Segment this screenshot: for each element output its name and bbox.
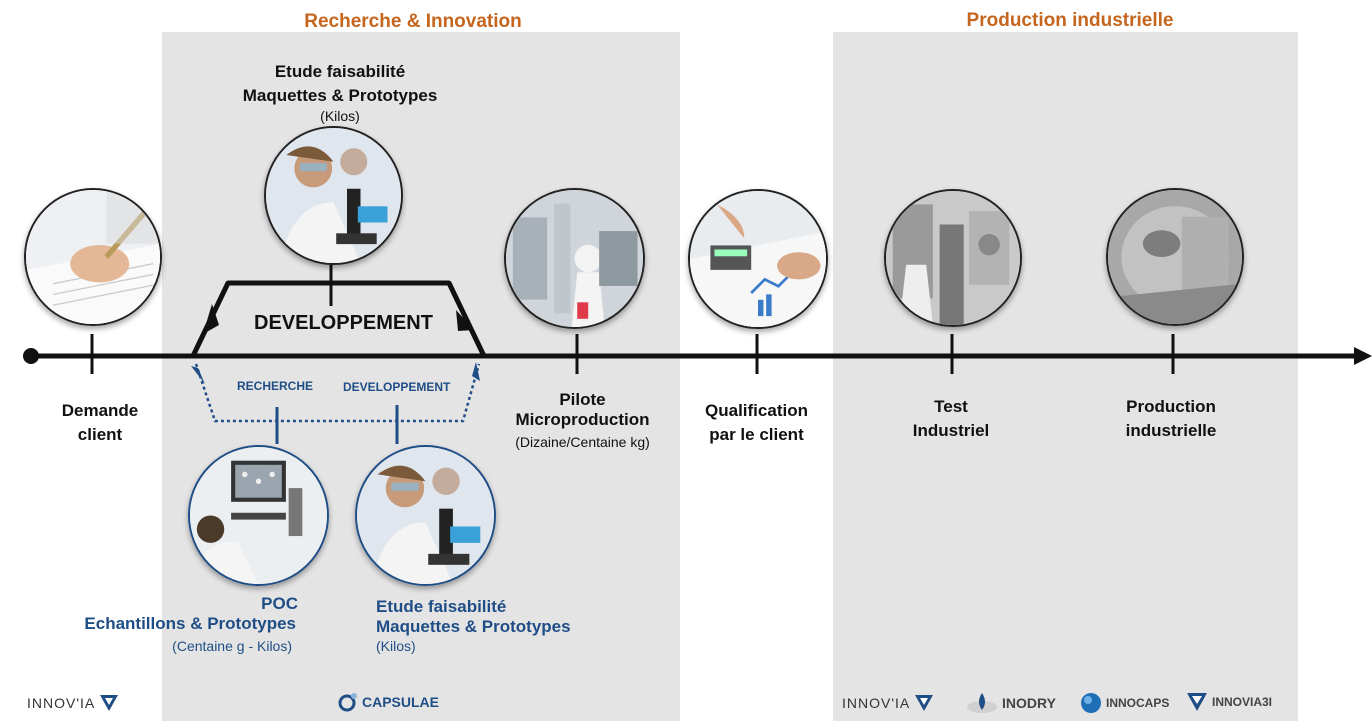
inodry-logo-text: INODRY — [1002, 695, 1056, 711]
lab-computer-image — [190, 447, 327, 584]
poc-line2: Echantillons & Prototypes — [84, 614, 296, 633]
demande-photo — [24, 188, 162, 326]
test-line2: Industriel — [912, 421, 990, 440]
development-lower-path — [194, 363, 481, 423]
industrial-production-image — [1108, 190, 1242, 324]
top-stage-line1: Etude faisabilité — [274, 62, 406, 81]
demande-line1: Demande — [61, 401, 139, 420]
test-line1: Test — [934, 397, 968, 416]
production-photo — [1106, 188, 1244, 326]
developpement-title: DEVELOPPEMENT — [254, 312, 433, 334]
qualification-line2: par le client — [709, 425, 804, 444]
documents-calculator-image — [690, 191, 826, 327]
lower-left-arrow — [191, 366, 205, 384]
etude-lower-line1: Etude faisabilité — [376, 597, 507, 616]
drop-icon — [967, 693, 997, 713]
innovia3i-mark-icon — [1187, 693, 1207, 711]
pilote-line2: Microproduction — [515, 410, 650, 429]
qualification-photo — [688, 189, 828, 329]
demande-label: Demande client — [40, 399, 160, 447]
writing-hand-image — [26, 190, 160, 324]
demande-line2: client — [77, 425, 123, 444]
developpement-sublabel: DEVELOPPEMENT — [343, 380, 451, 394]
capsulae-logo-text: CAPSULAE — [362, 694, 440, 710]
poc-label: POC Echantillons & Prototypes (Centaine … — [70, 592, 310, 656]
innovia-logo-text-left: INNOV'IA — [27, 695, 96, 711]
lower-right-arrow — [472, 362, 480, 381]
etude-lower-sub: (Kilos) — [376, 638, 416, 654]
inodry-logo: INODRY — [966, 692, 1056, 714]
upper-down-arrow — [456, 310, 474, 331]
pilot-plant-image — [506, 190, 643, 327]
innocaps-logo-text: INNOCAPS — [1106, 696, 1170, 710]
rd-panel — [162, 32, 680, 721]
poc-sub: (Centaine g - Kilos) — [172, 638, 292, 654]
test-photo — [884, 189, 1022, 327]
production-label: Production industrielle — [1110, 395, 1232, 443]
pilote-photo — [504, 188, 645, 329]
microscope-scientist-image-lower — [357, 447, 494, 584]
qualification-label: Qualification par le client — [690, 399, 823, 447]
innovia-mark-icon-right — [915, 695, 934, 711]
upper-up-arrow — [203, 304, 219, 334]
pilote-sub: (Dizaine/Centaine kg) — [515, 434, 650, 450]
innovia3i-logo: INNOVIA3I — [1186, 692, 1272, 712]
pilote-line1: Pilote — [559, 390, 606, 409]
etude-lower-line2: Maquettes & Prototypes — [376, 617, 571, 636]
test-label: Test Industriel — [890, 395, 1012, 443]
capsulae-logo: CAPSULAE — [338, 692, 439, 712]
etude-lower-label: Etude faisabilité Maquettes & Prototypes… — [376, 595, 616, 656]
recherche-sublabel: RECHERCHE — [237, 379, 314, 393]
top-stage-label: Etude faisabilité Maquettes & Prototypes… — [220, 60, 460, 126]
production-line2: industrielle — [1125, 421, 1217, 440]
innocaps-logo: INNOCAPS — [1080, 692, 1169, 714]
top-stage-sub: (Kilos) — [320, 108, 360, 124]
innovia3i-logo-text: INNOVIA3I — [1212, 695, 1273, 709]
poc-photo — [188, 445, 329, 586]
pilote-label: Pilote Microproduction (Dizaine/Centaine… — [495, 388, 670, 452]
rd-section-title: Recherche & Innovation — [304, 11, 522, 32]
innovia-logo-left: INNOV'IA — [27, 694, 119, 712]
etude-lower-photo — [355, 445, 496, 586]
production-section-title: Production industrielle — [966, 10, 1174, 31]
industrial-test-image — [886, 191, 1020, 325]
microscope-scientist-image — [266, 128, 401, 263]
production-line1: Production — [1126, 397, 1216, 416]
innovia-logo-text-right: INNOV'IA — [842, 695, 911, 711]
timeline-arrowhead — [1354, 347, 1372, 365]
poc-line1: POC — [261, 594, 298, 613]
production-panel — [833, 32, 1298, 721]
globe-icon — [1081, 693, 1101, 713]
top-stage-line2: Maquettes & Prototypes — [242, 86, 438, 105]
qualification-line1: Qualification — [705, 401, 808, 420]
innovia-mark-icon — [100, 695, 119, 711]
capsulae-mark-icon — [338, 693, 357, 712]
innovia-logo-right: INNOV'IA — [842, 694, 934, 712]
lab-photo-top — [264, 126, 403, 265]
